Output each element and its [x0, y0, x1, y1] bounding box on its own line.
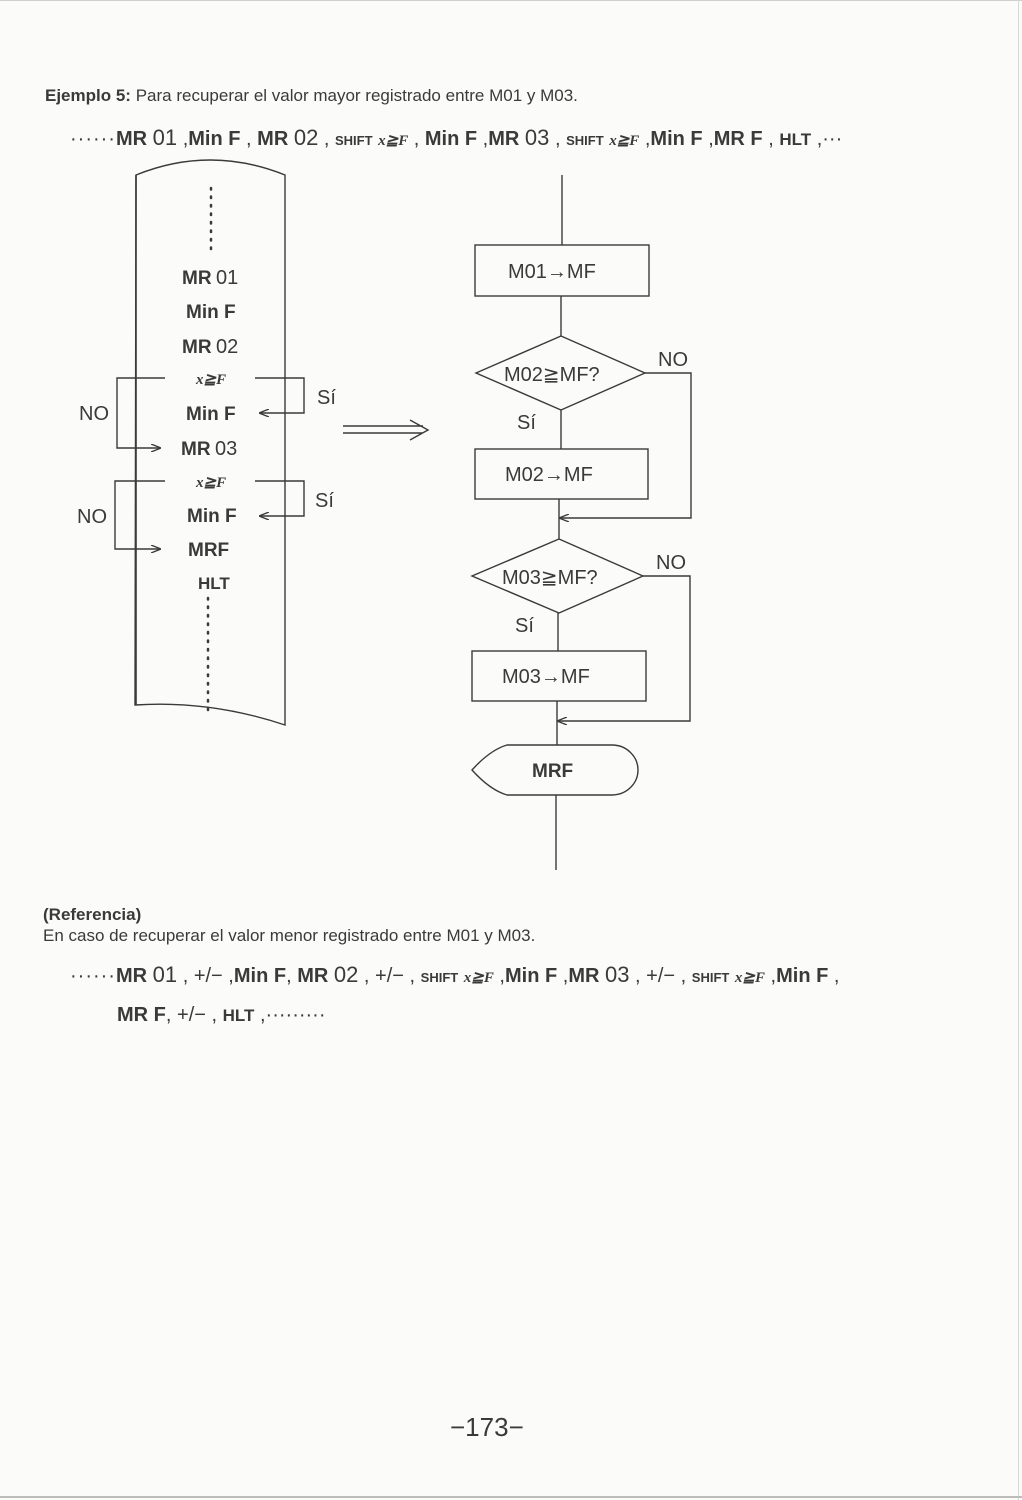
tape-no-2: NO — [77, 506, 107, 528]
key-sequence-max: ······MR 01 ,Min F , MR 02 , SHIFT x≧F ,… — [70, 125, 843, 150]
tape-xgef-2: x≧F — [195, 475, 226, 491]
page-number: −173− — [450, 1412, 524, 1442]
page-right-edge — [1018, 0, 1019, 1500]
reference-title: (Referencia) — [43, 905, 142, 924]
flow-box-2 — [474, 448, 649, 500]
tape-mr02: MR 02 — [182, 336, 238, 358]
program-tape — [134, 159, 286, 726]
tape-xgef-1: x≧F — [195, 372, 226, 388]
flow-box-3 — [471, 650, 647, 702]
key-sequence-min-line2: MR F, +/− , HLT ,········· — [117, 1004, 326, 1026]
example-heading: Ejemplo 5: Para recuperar el valor mayor… — [45, 86, 578, 106]
tape-si-1: Sí — [317, 387, 336, 409]
flow-box-3-label: M03→MF — [502, 666, 590, 688]
tape-no-1: NO — [79, 403, 109, 425]
flow-no-1: NO — [658, 349, 688, 371]
tape-hlt: HLT — [198, 574, 230, 593]
flow-no-2: NO — [656, 552, 686, 574]
flow-box-1 — [474, 244, 650, 297]
reference-text: En caso de recuperar el valor menor regi… — [43, 926, 536, 945]
flow-si-1: Sí — [517, 412, 536, 434]
tape-si-2: Sí — [315, 490, 334, 512]
example-label: Ejemplo 5: — [45, 86, 131, 105]
double-arrow — [343, 419, 430, 441]
page-bottom-edge — [0, 1496, 1022, 1498]
flow-box-2-label: M02→MF — [505, 464, 593, 486]
tape-mr03: MR 03 — [181, 438, 237, 460]
tape-mr01: MR 01 — [182, 267, 238, 289]
flow-box-1-label: M01→MF — [508, 261, 596, 283]
flow-terminal-label: MRF — [532, 761, 573, 782]
tape-minf-3: Min F — [187, 506, 237, 527]
flow-diamond-2-label: M03≧MF? — [502, 567, 598, 589]
example-text: Para recuperar el valor mayor registrado… — [135, 86, 578, 105]
flow-si-2: Sí — [515, 615, 534, 637]
tape-mrf: MRF — [188, 540, 229, 561]
tape-minf-1: Min F — [186, 302, 236, 323]
flow-terminal — [471, 744, 639, 796]
key-sequence-min-line1: ······MR 01 , +/− ,Min F, MR 02 , +/− , … — [70, 962, 840, 987]
tape-minf-2: Min F — [186, 404, 236, 425]
flow-diamond-1-label: M02≧MF? — [504, 364, 600, 386]
flow-diamond-2 — [470, 538, 645, 614]
page-top-edge — [0, 0, 1022, 1]
